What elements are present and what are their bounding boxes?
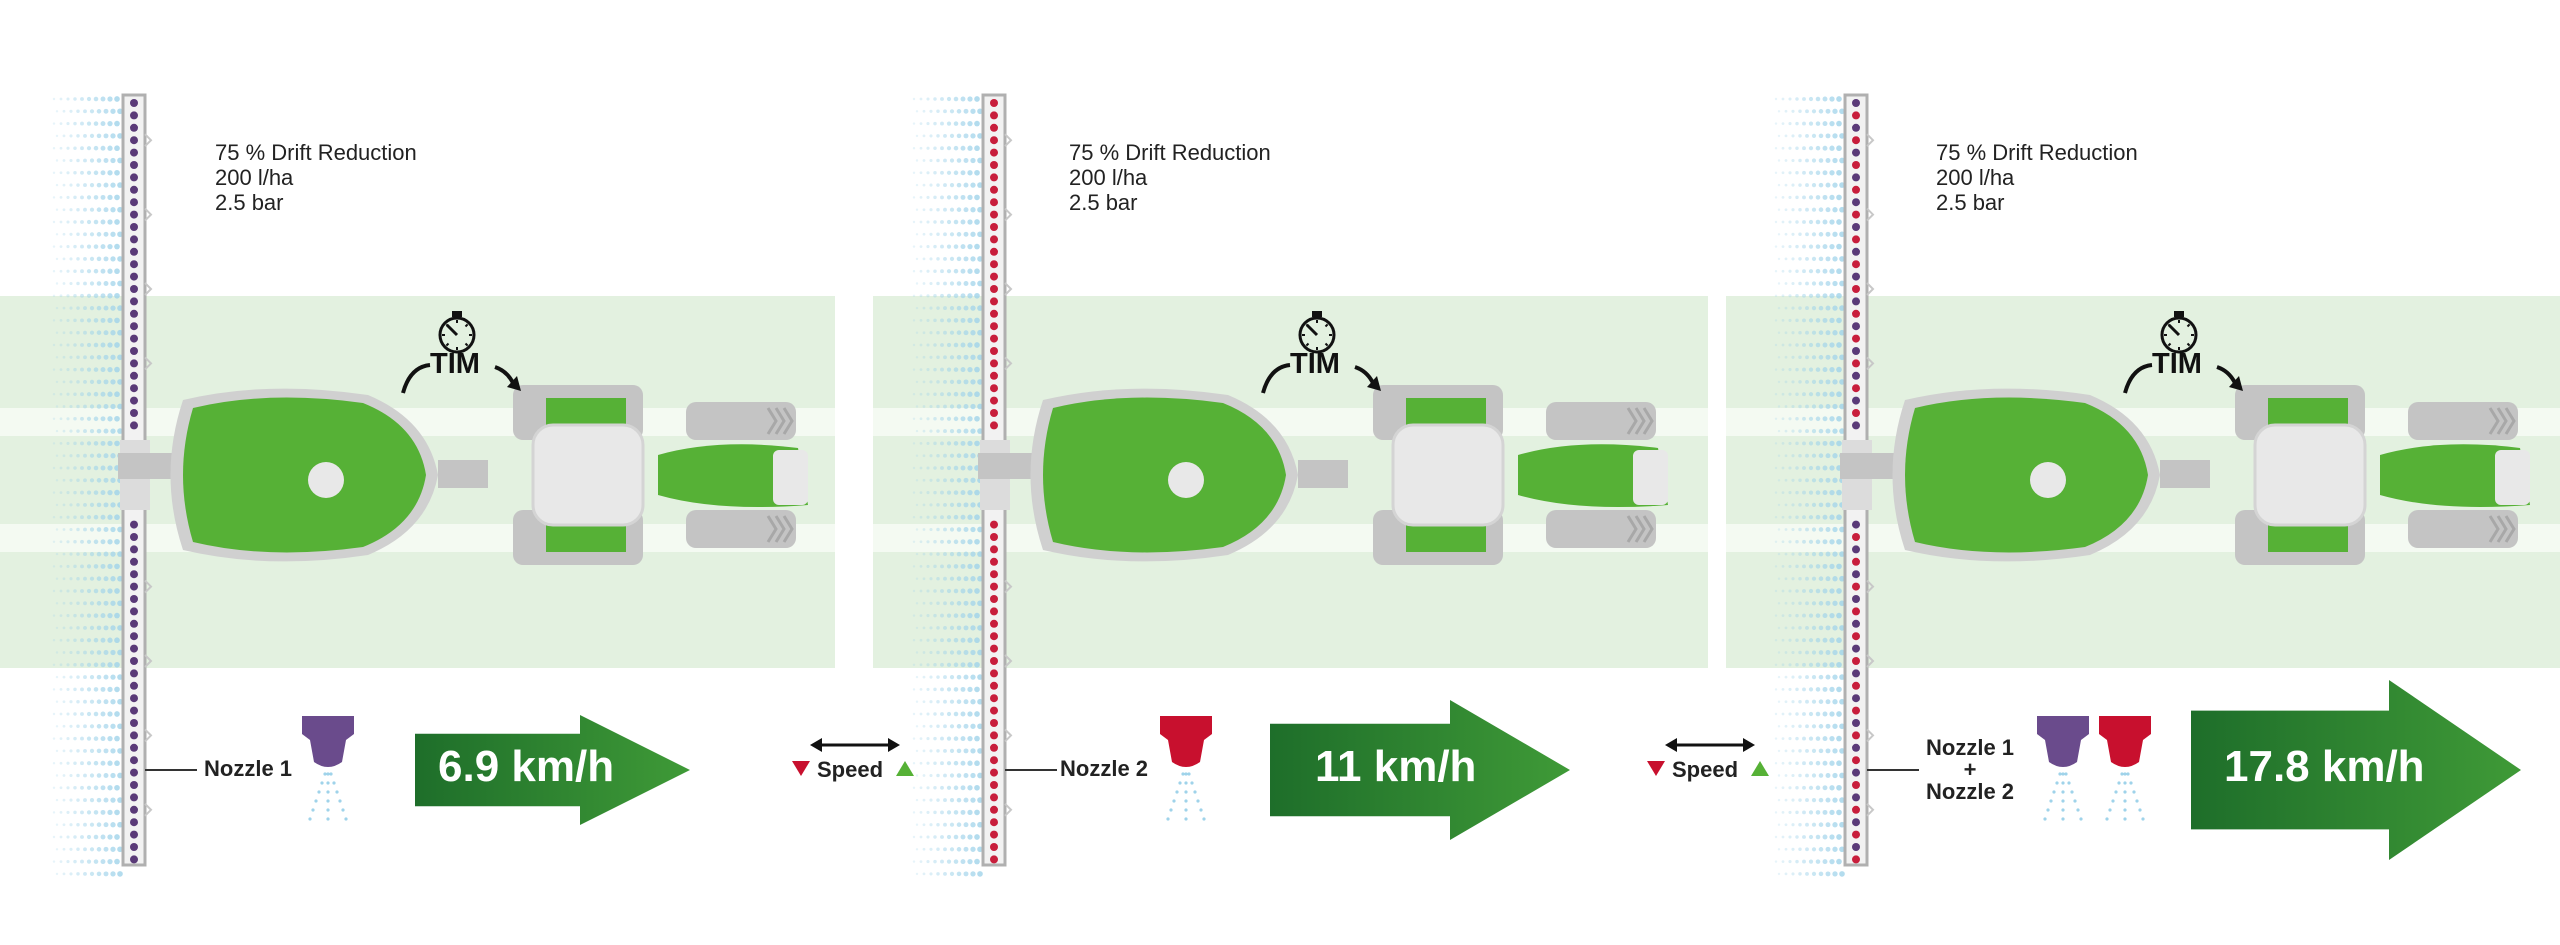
- nozzle: [2037, 716, 2089, 821]
- nozzle-label: Nozzle 1: [204, 756, 292, 782]
- speed-value: 11 km/h: [1315, 742, 1477, 791]
- boom-frame: [980, 93, 1013, 867]
- nozzle-label-line: Nozzle 1: [1926, 735, 2015, 760]
- double-arrow-icon: [1665, 738, 1755, 752]
- spray-settings: 75 % Drift Reduction 200 l/ha 2.5 bar: [1936, 140, 2138, 215]
- spray-boom: [120, 93, 153, 867]
- speed-arrow-shape: [415, 715, 690, 825]
- tim-label: TIM: [1290, 348, 1340, 380]
- nozzle-label: Nozzle 2: [1060, 756, 1148, 782]
- speed-control: Speed: [790, 735, 920, 795]
- speed-value: 6.9 km/h: [438, 742, 615, 791]
- triangle-up-icon: [896, 761, 914, 776]
- drift-reduction-text: 75 % Drift Reduction: [1936, 140, 2138, 165]
- tractor-with-sprayer: [978, 385, 1668, 565]
- application-rate-text: 200 l/ha: [1936, 165, 2015, 190]
- curved-arrow-icon: [2123, 363, 2243, 394]
- curved-arrow-icon: [401, 363, 521, 394]
- tractor-body: [118, 385, 808, 565]
- speed-value: 17.8 km/h: [2224, 742, 2425, 791]
- spray-cloud: [52, 96, 123, 877]
- pressure-text: 2.5 bar: [1936, 190, 2005, 215]
- nozzle-leader-line: [1005, 769, 1057, 771]
- speed-control: Speed: [1645, 735, 1775, 795]
- spray-settings: 75 % Drift Reduction 200 l/ha 2.5 bar: [1069, 140, 1271, 215]
- nozzle-leader-line: [145, 769, 197, 771]
- panel-2: TIM 75 % Drift Reduction 200 l/ha 2.5 ba…: [873, 0, 1708, 945]
- spray-droplets: [52, 96, 123, 877]
- speed-label: Speed: [1672, 757, 1739, 782]
- pressure-text: 2.5 bar: [215, 190, 284, 215]
- nozzle: [1160, 716, 1212, 821]
- application-rate-text: 200 l/ha: [1069, 165, 1148, 190]
- tim-label: TIM: [430, 348, 480, 380]
- speed-arrow: [415, 715, 690, 825]
- nozzle-icon: [2037, 716, 2151, 821]
- triangle-down-icon: [1647, 761, 1665, 776]
- speed-arrow: [2191, 680, 2521, 860]
- spray-droplets: [1774, 96, 1845, 877]
- pressure-text: 2.5 bar: [1069, 190, 1138, 215]
- nozzle-icon: [1160, 716, 1212, 821]
- tractor-body: [1840, 385, 2530, 565]
- drift-reduction-text: 75 % Drift Reduction: [1069, 140, 1271, 165]
- speed-arrow: [1270, 700, 1570, 840]
- triangle-down-icon: [792, 761, 810, 776]
- speed-arrow-shape: [1270, 700, 1570, 840]
- application-rate-text: 200 l/ha: [215, 165, 294, 190]
- speed-arrow-shape: [2191, 680, 2521, 860]
- double-arrow-icon: [810, 738, 900, 752]
- panel-1: TIM 75 % Drift Reduction 200 l/ha 2.5 ba…: [0, 0, 835, 945]
- boom-frame: [120, 93, 153, 867]
- tractor-body: [978, 385, 1668, 565]
- tim-label: TIM: [2152, 348, 2202, 380]
- nozzle-label: Nozzle 1 + Nozzle 2: [1926, 735, 2014, 805]
- tractor-with-sprayer: [118, 385, 808, 565]
- spray-cloud: [1774, 96, 1845, 877]
- stopwatch-icon: [2123, 311, 2243, 394]
- triangle-up-icon: [1751, 761, 1769, 776]
- speed-label: Speed: [817, 757, 884, 782]
- stopwatch: [438, 311, 476, 354]
- curved-arrow-icon: [1261, 363, 1381, 394]
- nozzle-label-line: Nozzle 2: [1926, 779, 2015, 804]
- stopwatch-icon: [401, 311, 521, 394]
- nozzle: [302, 716, 354, 821]
- stopwatch: [2160, 311, 2198, 354]
- nozzle-leader-line: [1867, 769, 1919, 771]
- nozzle-icon: [302, 716, 354, 821]
- stopwatch: [1298, 311, 1336, 354]
- panel-3: TIM 75 % Drift Reduction 200 l/ha 2.5 ba…: [1726, 0, 2560, 945]
- nozzle-label-line: +: [1963, 757, 1977, 782]
- tractor-with-sprayer: [1840, 385, 2530, 565]
- spray-boom: [980, 93, 1013, 867]
- nozzle-label-line: Nozzle 1: [204, 756, 293, 781]
- stopwatch-icon: [1261, 311, 1381, 394]
- nozzle-label-line: Nozzle 2: [1060, 756, 1149, 781]
- spray-settings: 75 % Drift Reduction 200 l/ha 2.5 bar: [215, 140, 417, 215]
- nozzle: [2099, 716, 2151, 821]
- spray-droplets: [912, 96, 983, 877]
- drift-reduction-text: 75 % Drift Reduction: [215, 140, 417, 165]
